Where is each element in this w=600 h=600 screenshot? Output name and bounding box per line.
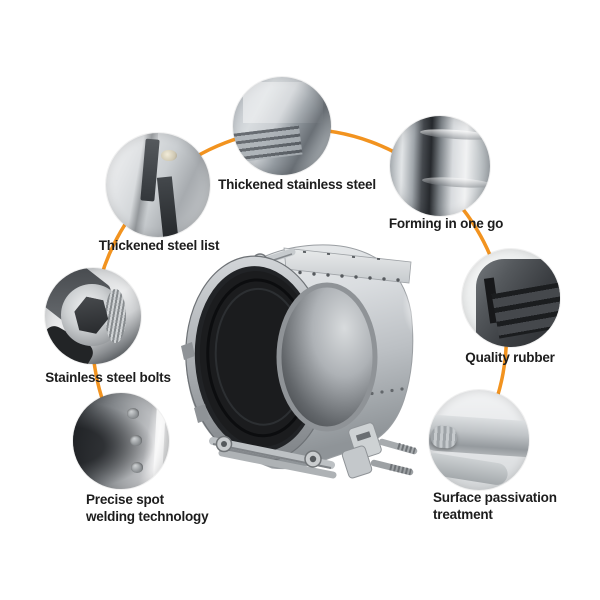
callout-photo-surface-passivation [429,390,529,490]
callout-photo-thickened-steel-list [106,133,210,237]
hinge-dark-bar-2 [156,176,178,237]
label-precise-spot-welding: Precise spot welding technology [86,492,209,524]
bottom-clamp [209,435,337,479]
callout-photo-quality-rubber [462,249,560,347]
label-forming-in-one-go: Forming in one go [388,216,504,231]
sheet-stack-edges [233,125,304,164]
pipe-bore-opening [276,282,378,432]
hinge-pin [161,149,177,162]
sheet-highlight [242,81,324,124]
spot-weld-dimple [129,435,143,446]
clamp-lugs-and-studs [341,422,418,479]
callout-photo-thickened-stainless-steel [233,77,331,175]
plate-rivets [298,250,400,282]
label-thickened-steel-list: Thickened steel list [98,238,220,253]
threaded-bolt-end [430,425,458,449]
callout-photo-forming-in-one-go [390,116,490,216]
bolt-knurled-edge [104,289,126,343]
label-stainless-steel-bolts: Stainless steel bolts [45,370,171,385]
label-surface-passivation: Surface passivation treatment [433,490,557,522]
label-thickened-stainless-steel: Thickened stainless steel [218,177,376,192]
formed-rim-bottom [421,175,490,190]
spot-weld-dimple [126,408,140,419]
callout-photo-precise-spot-welding [73,393,169,489]
callout-photo-stainless-steel-bolts [45,268,141,364]
label-quality-rubber: Quality rubber [465,350,555,365]
band-tabs [181,342,209,423]
spot-weld-dimple [130,462,144,473]
